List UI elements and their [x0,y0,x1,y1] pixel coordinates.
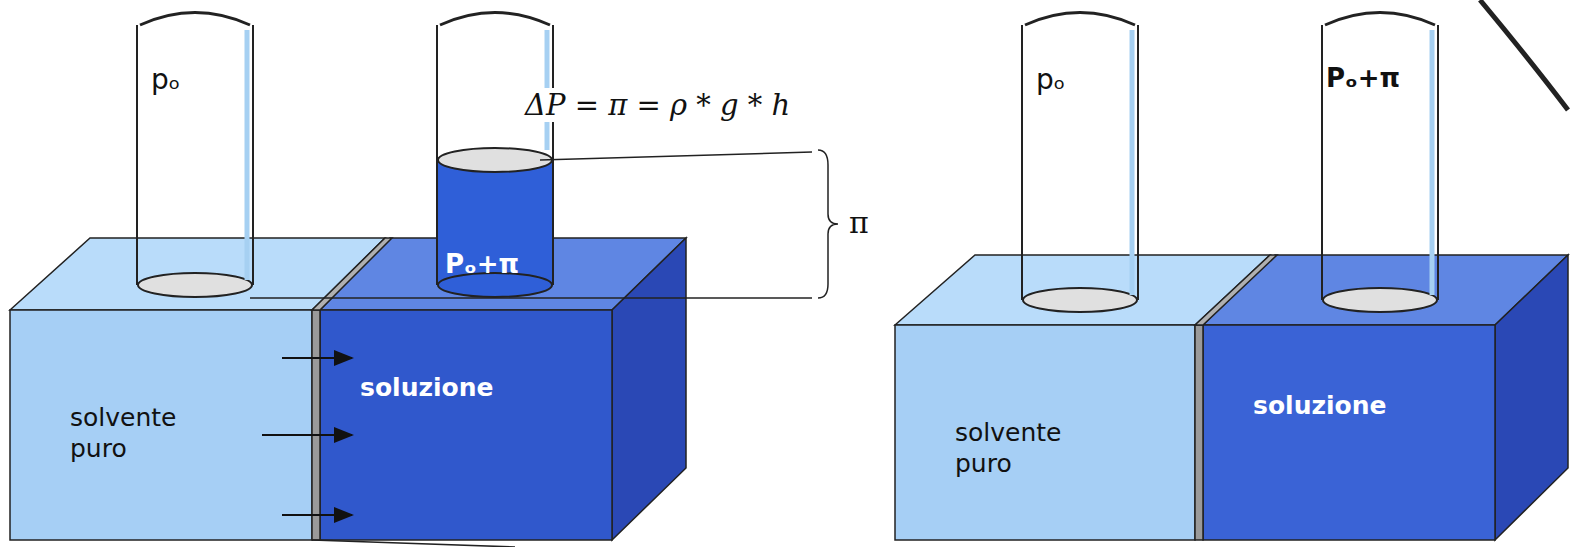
formula: ΔP = π = ρ * g * h [522,88,793,122]
node-text: pₒ [151,62,180,97]
tube: Pₒ+π [437,30,553,287]
bracket-label: π [846,205,872,240]
tube: pₒ [1022,30,1138,300]
tube: Pₒ+π [1322,30,1438,300]
solution-box: soluzione [1203,325,1495,540]
solvent-box: solvente puro [895,325,1195,540]
node-text: Pₒ+π [1326,62,1400,95]
solution-box: soluzione [320,310,612,540]
tube: pₒ [137,30,253,280]
node-text: soluzione [360,372,493,403]
node-text: Pₒ+π [445,248,519,281]
node-text: pₒ [1036,62,1065,97]
node-text: solvente puro [955,417,1125,480]
node-text: soluzione [1253,390,1386,421]
node-text: solvente puro [70,402,240,465]
solvent-box: solvente puro [10,310,312,540]
